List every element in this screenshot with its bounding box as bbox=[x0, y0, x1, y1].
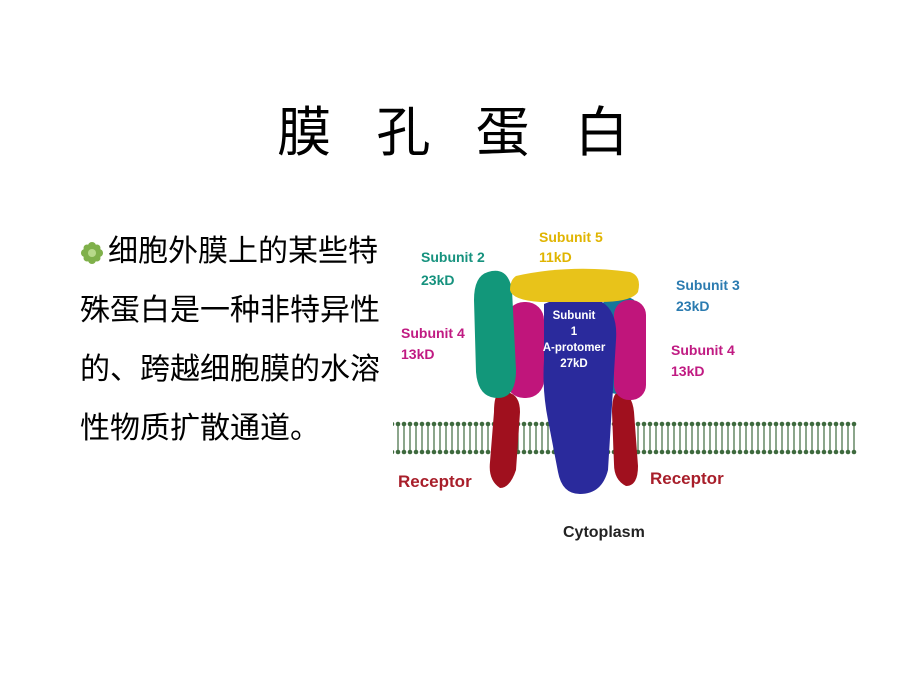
subunit4-right-shape bbox=[614, 300, 646, 400]
subunit5-shape bbox=[510, 268, 639, 302]
subunit5-mass: 11kD bbox=[539, 249, 572, 265]
subunit4-right-name: Subunit 4 bbox=[671, 342, 735, 358]
receptor-right-shape bbox=[612, 392, 638, 486]
subunit2-shape bbox=[474, 270, 516, 398]
bullet-paragraph: 细胞外膜上的某些特殊蛋白是一种非特异性的、跨越细胞膜的水溶性物质扩散通道。 bbox=[80, 222, 380, 458]
subunit3-mass: 23kD bbox=[676, 298, 709, 314]
subunit1-shape bbox=[543, 296, 617, 494]
subunit1-role: A-protomer bbox=[543, 342, 606, 354]
receptor-right-label: Receptor bbox=[650, 469, 724, 488]
bullet-text: 细胞外膜上的某些特殊蛋白是一种非特异性的、跨越细胞膜的水溶性物质扩散通道。 bbox=[80, 234, 380, 446]
receptor-left-label: Receptor bbox=[398, 472, 472, 491]
subunit4-left-name: Subunit 4 bbox=[401, 325, 465, 341]
cytoplasm-label: Cytoplasm bbox=[563, 524, 645, 541]
subunit5-name: Subunit 5 bbox=[539, 229, 603, 245]
subunit2-mass: 23kD bbox=[421, 272, 454, 288]
subunit2-name: Subunit 2 bbox=[421, 249, 485, 265]
subunit1-mass: 27kD bbox=[560, 358, 588, 370]
subunit3-name: Subunit 3 bbox=[676, 277, 740, 293]
slide-title: 膜 孔 蛋 白 bbox=[277, 101, 643, 164]
subunit4-left-mass: 13kD bbox=[401, 346, 434, 362]
subunit1-number: 1 bbox=[571, 326, 578, 338]
subunit4-right-mass: 13kD bbox=[671, 363, 704, 379]
subunit1-name: Subunit bbox=[553, 310, 596, 322]
flower-bullet-icon bbox=[81, 241, 103, 264]
receptor-left-shape bbox=[489, 391, 520, 488]
